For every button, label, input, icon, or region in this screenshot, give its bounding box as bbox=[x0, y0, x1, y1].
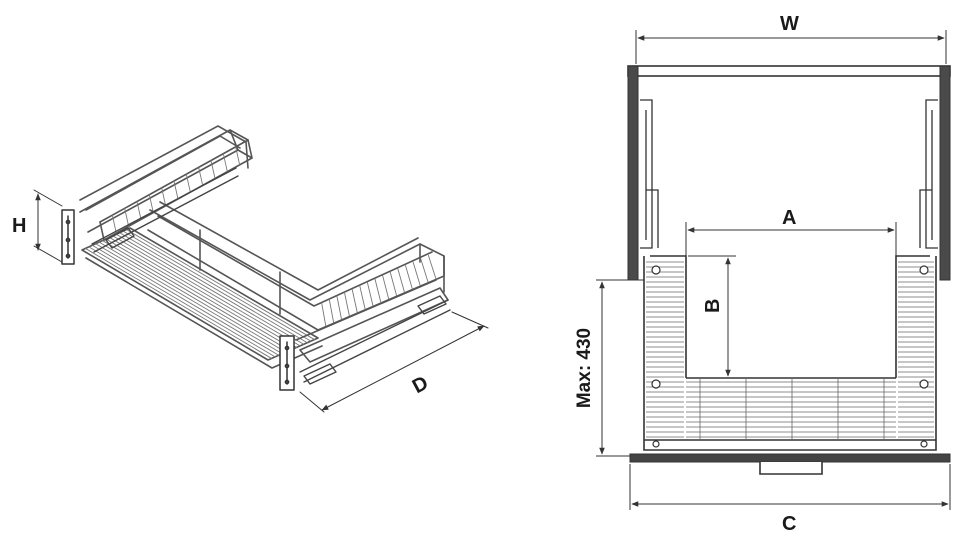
basket-rear-shelf-wires bbox=[111, 146, 241, 234]
rear-shelf-wire bbox=[198, 166, 204, 186]
mount-bracket-left bbox=[61, 209, 75, 265]
floor-wire bbox=[112, 235, 301, 347]
cabinet-side-left bbox=[627, 65, 639, 281]
rear-shelf-wire bbox=[124, 207, 130, 227]
floor-wire bbox=[84, 247, 273, 359]
mount-bracket-right bbox=[279, 335, 295, 391]
basket-front-shelf-wires bbox=[321, 254, 437, 328]
dimension-h bbox=[33, 189, 63, 263]
rear-shelf-wire bbox=[235, 146, 241, 166]
dimension-d bbox=[299, 311, 489, 413]
floor-wire bbox=[126, 229, 315, 341]
basket-floor-wires bbox=[84, 229, 315, 359]
slide-rail-left bbox=[91, 167, 239, 253]
front-shelf-wire bbox=[328, 298, 335, 324]
dimension-c bbox=[629, 464, 951, 510]
mount-screws bbox=[651, 265, 929, 448]
floor-wire bbox=[95, 243, 283, 355]
front-shelf-wire bbox=[405, 265, 413, 290]
front-shelf-wire bbox=[420, 258, 429, 284]
dimension-w bbox=[635, 30, 947, 64]
front-shelf-wire bbox=[412, 261, 421, 287]
basket-frame bbox=[643, 255, 937, 451]
label-a: A bbox=[782, 207, 796, 229]
floor-wire bbox=[98, 241, 287, 353]
floor-wire bbox=[105, 238, 294, 350]
floor-wire bbox=[115, 233, 305, 345]
cabinet-bottom-plate bbox=[629, 453, 951, 463]
label-w: W bbox=[780, 13, 799, 35]
floor-wire bbox=[119, 232, 308, 344]
floor-wire bbox=[102, 240, 290, 352]
basket-side-wires bbox=[646, 261, 934, 438]
front-shelf-wire bbox=[374, 278, 382, 304]
front-shelf-wire bbox=[336, 295, 343, 321]
floor-wire bbox=[122, 230, 312, 342]
front-shelf-wire bbox=[382, 275, 390, 301]
isometric-basket-view bbox=[33, 125, 489, 413]
dimension-max bbox=[596, 279, 644, 457]
basket-bottom-wires bbox=[686, 378, 896, 440]
front-shelf-wire bbox=[344, 292, 350, 317]
rear-shelf-wire bbox=[148, 194, 154, 214]
rear-shelf-wire bbox=[185, 173, 191, 193]
basket-rear-shelf bbox=[79, 125, 253, 241]
front-shelf-wire bbox=[359, 285, 366, 311]
label-c: C bbox=[782, 513, 796, 535]
rear-shelf-wire bbox=[222, 153, 228, 173]
label-h: H bbox=[12, 215, 26, 237]
front-shelf-wire bbox=[389, 271, 398, 297]
cabinet-top-panel bbox=[627, 65, 951, 77]
floor-wire bbox=[91, 244, 280, 356]
runner-bracket-right bbox=[919, 99, 938, 249]
front-shelf-wire bbox=[366, 281, 374, 307]
rear-shelf-wire bbox=[111, 214, 117, 234]
rear-shelf-wire bbox=[136, 201, 142, 220]
front-view bbox=[596, 30, 951, 510]
rear-shelf-wire bbox=[161, 187, 167, 207]
drawer-handle bbox=[759, 462, 823, 475]
label-d: D bbox=[409, 372, 432, 398]
label-max: Max: 430 bbox=[574, 328, 595, 408]
front-shelf-wire bbox=[351, 288, 358, 314]
basket-front-shelf bbox=[147, 201, 445, 331]
dimension-b bbox=[688, 255, 736, 377]
front-shelf-wire bbox=[321, 302, 327, 328]
front-shelf-wire bbox=[427, 254, 437, 280]
runner-bracket-left bbox=[640, 99, 659, 249]
floor-wire bbox=[88, 246, 276, 358]
cabinet-side-right bbox=[939, 65, 951, 281]
basket-right-tray bbox=[295, 279, 449, 363]
rear-shelf-wire bbox=[210, 160, 216, 179]
rear-shelf-wire bbox=[173, 180, 179, 200]
floor-wire bbox=[108, 236, 298, 348]
dimension-a bbox=[685, 222, 897, 256]
front-shelf-wire bbox=[397, 268, 406, 294]
label-b: B bbox=[702, 299, 724, 313]
